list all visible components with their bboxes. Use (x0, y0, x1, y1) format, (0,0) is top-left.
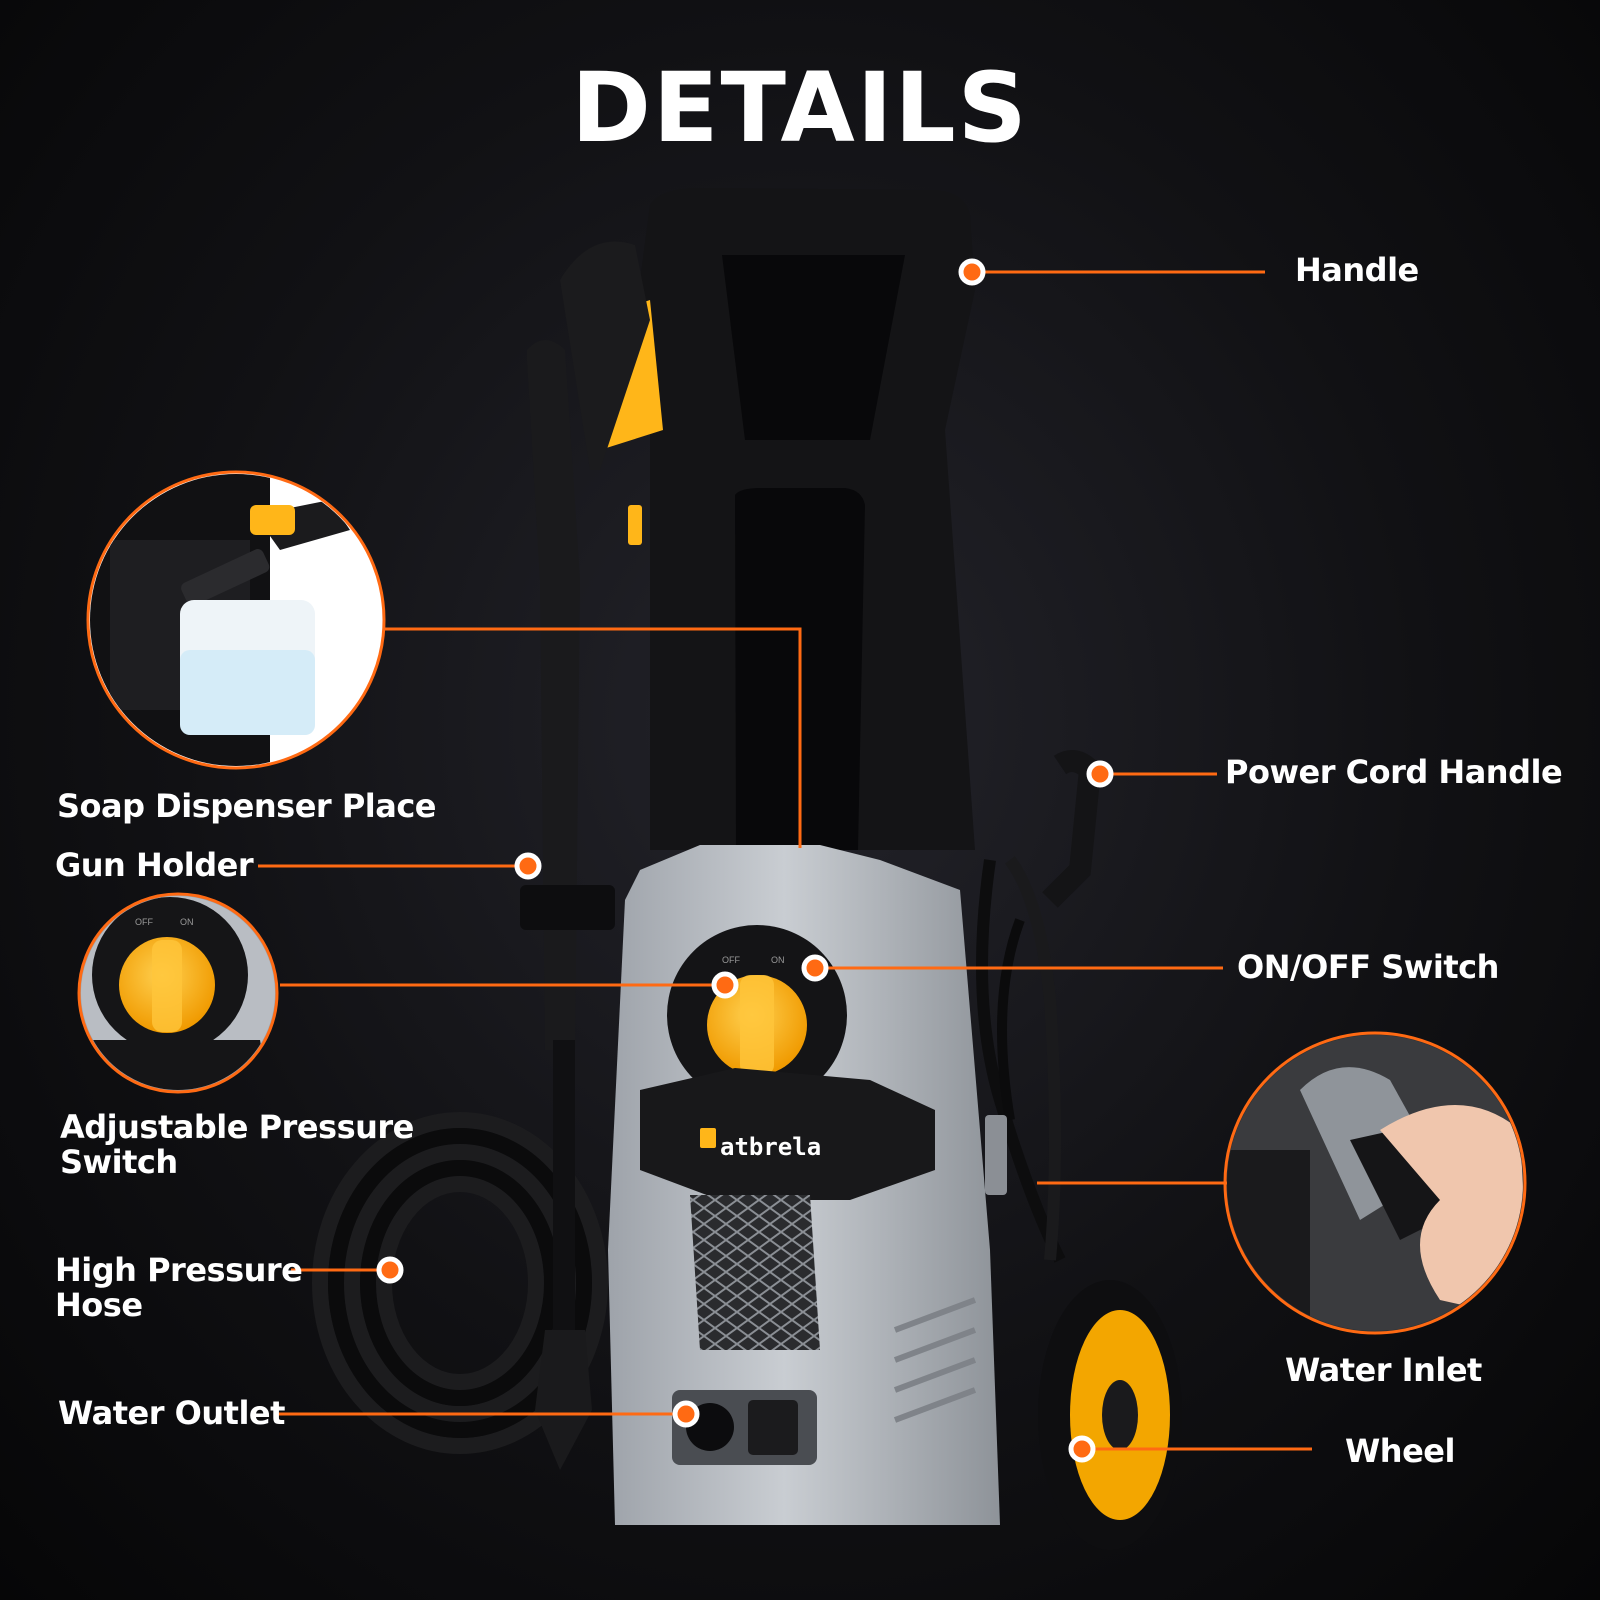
switch-off-mark: OFF (722, 955, 740, 965)
label-water-inlet: Water Inlet (1285, 1351, 1482, 1389)
callout-lines (258, 270, 1312, 1451)
dot-high-pressure-hose (376, 1256, 404, 1284)
dot-handle (958, 258, 986, 286)
label-adjustable-pressure-switch: Adjustable Pressure Switch (60, 1110, 414, 1180)
label-high-pressure-hose: High Pressure Hose (55, 1251, 303, 1324)
label-water-outlet: Water Outlet (58, 1394, 285, 1432)
inset-soap-dispenser (86, 470, 386, 770)
inset-switch-on-mark: ON (180, 917, 194, 927)
inset-water-inlet (1223, 1031, 1527, 1335)
label-power-cord-handle: Power Cord Handle (1225, 753, 1563, 791)
dot-on-off-switch (801, 954, 829, 982)
label-line-1: Adjustable Pressure (60, 1108, 414, 1146)
dot-water-outlet (672, 1400, 700, 1428)
power-cord (976, 750, 1102, 1263)
label-line-2: Hose (55, 1286, 143, 1324)
dot-pressure-switch (711, 971, 739, 999)
label-on-off-switch: ON/OFF Switch (1237, 948, 1499, 986)
page-title: DETAILS (571, 52, 1029, 164)
label-wheel: Wheel (1345, 1432, 1455, 1470)
frame-handle (560, 188, 975, 850)
label-soap-dispenser-place: Soap Dispenser Place (57, 787, 437, 825)
inset-switch-off-mark: OFF (135, 917, 153, 927)
dot-wheel (1068, 1435, 1096, 1463)
callout-dots (376, 258, 1114, 1463)
dot-gun-holder (514, 852, 542, 880)
label-line-2: Switch (60, 1143, 178, 1181)
machine-body (608, 845, 1000, 1525)
label-line-1: High Pressure (55, 1251, 303, 1289)
dot-power-cord-handle (1086, 760, 1114, 788)
spray-gun (520, 340, 615, 1470)
inset-pressure-switch (77, 892, 279, 1094)
wheel (1038, 1280, 1182, 1550)
label-handle: Handle (1295, 251, 1419, 289)
brand-logo: atbrela (720, 1133, 821, 1161)
switch-on-mark: ON (771, 955, 785, 965)
label-gun-holder: Gun Holder (55, 846, 254, 884)
